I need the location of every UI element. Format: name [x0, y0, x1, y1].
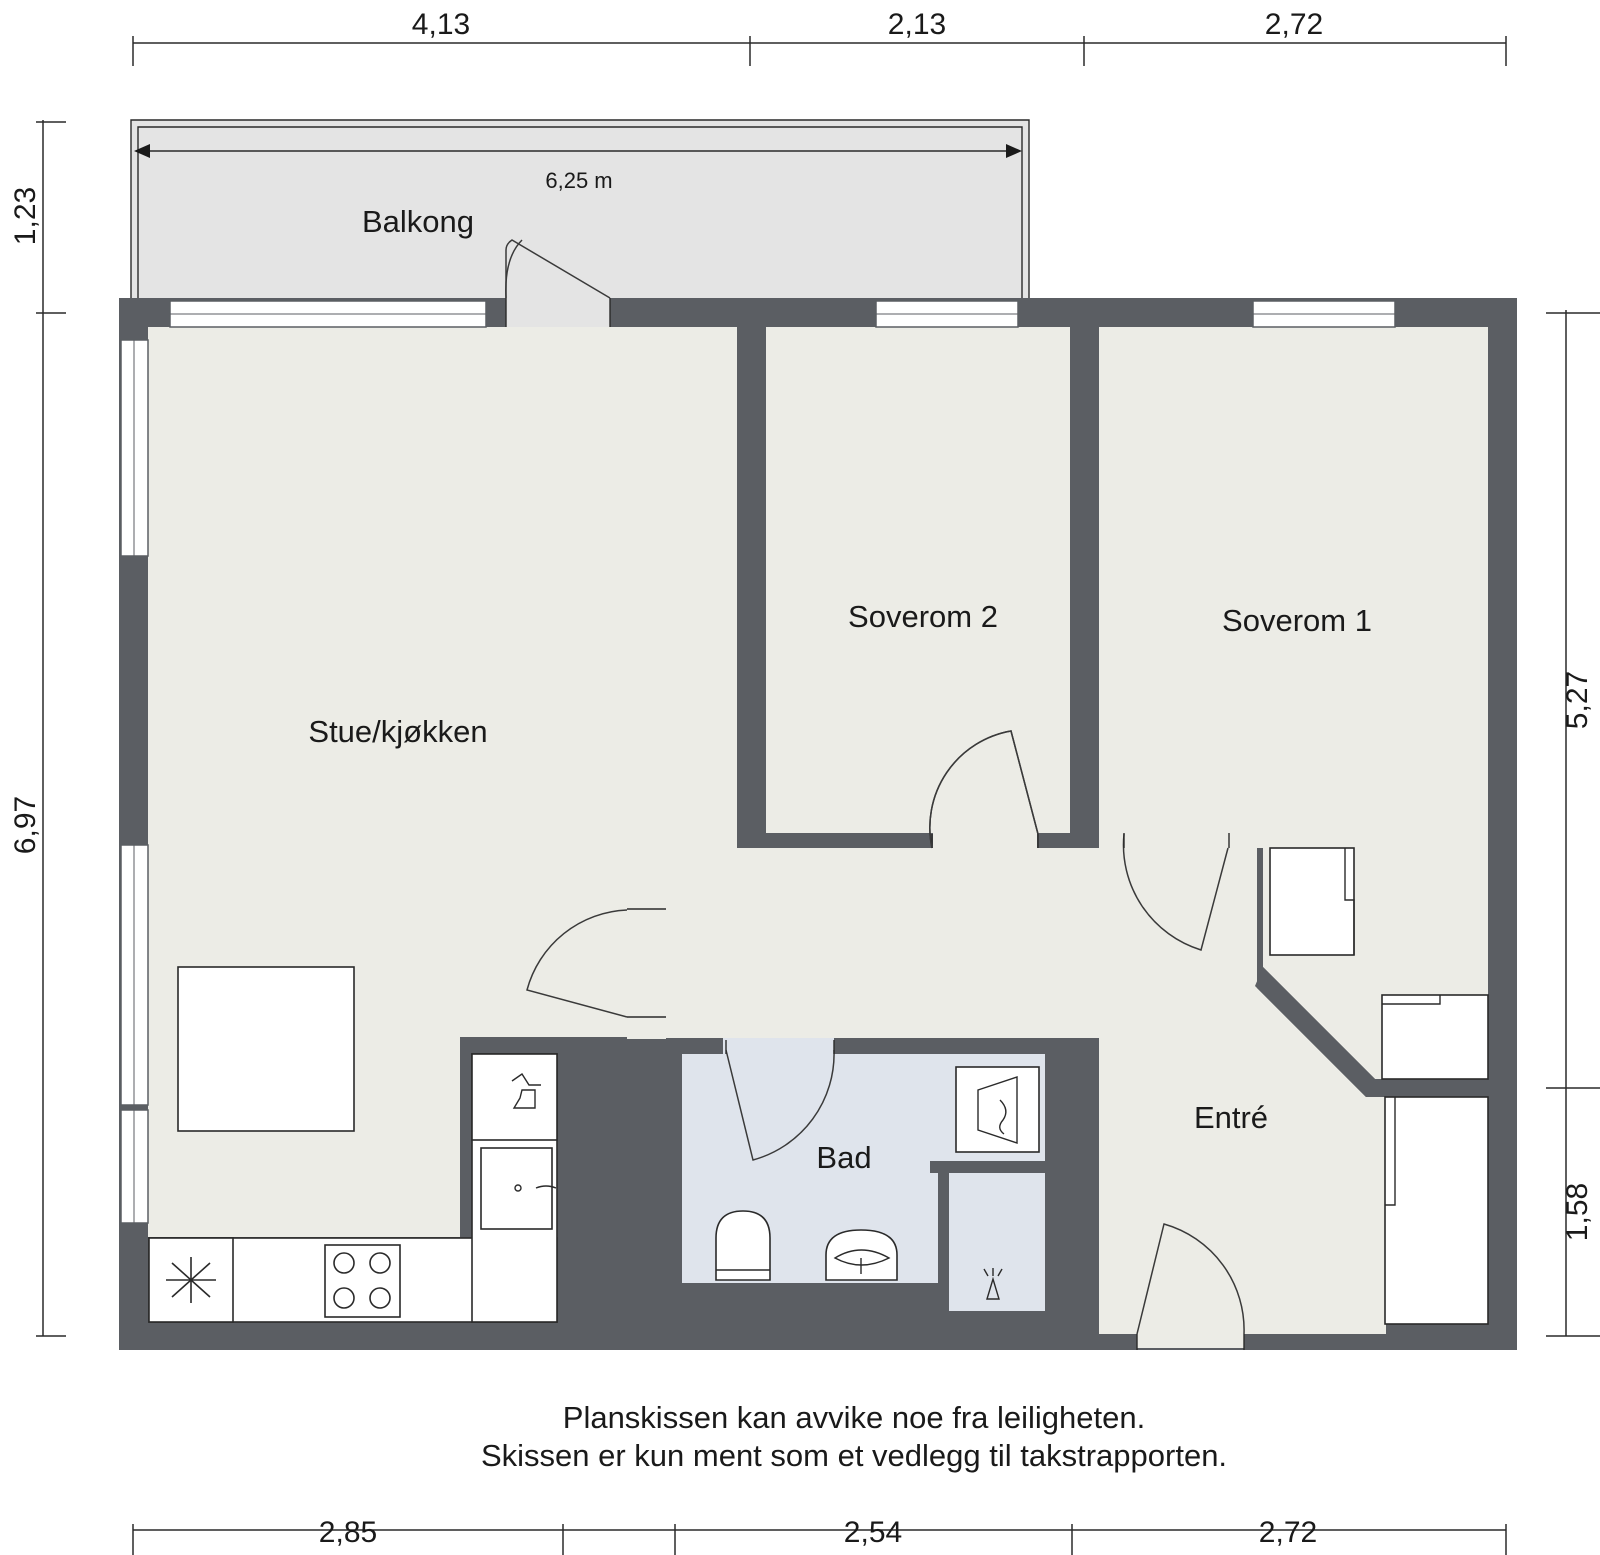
dim-bottom-1: 2,85 — [319, 1516, 377, 1549]
dim-top-2: 2,13 — [888, 8, 946, 41]
balcony — [130, 119, 1030, 313]
dimension-lines — [36, 36, 1600, 1555]
wardrobe-hall — [1384, 1096, 1489, 1325]
dim-top-1: 4,13 — [412, 8, 470, 41]
dim-right-2: 1,58 — [1561, 1183, 1594, 1241]
doors[interactable] — [505, 239, 1245, 1350]
sink-icon — [480, 1147, 553, 1230]
room-label-bedroom-2: Soverom 2 — [848, 599, 998, 634]
toilet-icon — [715, 1210, 771, 1281]
dim-top-3: 2,72 — [1265, 8, 1323, 41]
dim-bottom-3: 2,72 — [1259, 1516, 1317, 1549]
dim-left-1: 1,23 — [9, 187, 42, 245]
windows — [120, 300, 1396, 1224]
disclaimer-line-1: Planskissen kan avvike noe fra leilighet… — [563, 1400, 1145, 1435]
washer-icon — [955, 1066, 1040, 1153]
wardrobes — [1269, 847, 1489, 1325]
kitchen — [148, 1053, 558, 1323]
washbasin-icon — [825, 1229, 898, 1281]
shower-floor — [949, 1173, 1045, 1311]
room-label-hall: Entré — [1194, 1100, 1268, 1135]
shower-wall — [938, 1173, 949, 1311]
balcony-dimension: 6,25 m — [545, 168, 612, 193]
balcony-door-opening — [506, 298, 610, 327]
dim-bottom-2: 2,54 — [844, 1516, 902, 1549]
room-label-living-kitchen: Stue/kjøkken — [308, 714, 487, 749]
dishwasher-icon — [471, 1053, 558, 1141]
bathroom-fixtures — [715, 1066, 1040, 1300]
floors — [148, 327, 1488, 1348]
diagonal-wall — [1255, 967, 1375, 1097]
wardrobe-bedroom-1-lower — [1381, 994, 1489, 1080]
fan-icon — [166, 1257, 216, 1303]
room-label-bedroom-1: Soverom 1 — [1222, 603, 1372, 638]
room-label-balcony: Balkong — [362, 204, 474, 239]
dim-left-2: 6,97 — [9, 796, 42, 854]
room-label-bathroom: Bad — [816, 1140, 871, 1175]
shower-icon — [983, 1268, 1003, 1300]
dim-right-1: 5,27 — [1561, 671, 1594, 729]
bath-partition — [930, 1161, 1045, 1173]
disclaimer-line-2: Skissen er kun ment som et vedlegg til t… — [481, 1438, 1227, 1473]
wardrobe-bedroom-1 — [1269, 847, 1355, 956]
dining-table — [177, 966, 355, 1132]
